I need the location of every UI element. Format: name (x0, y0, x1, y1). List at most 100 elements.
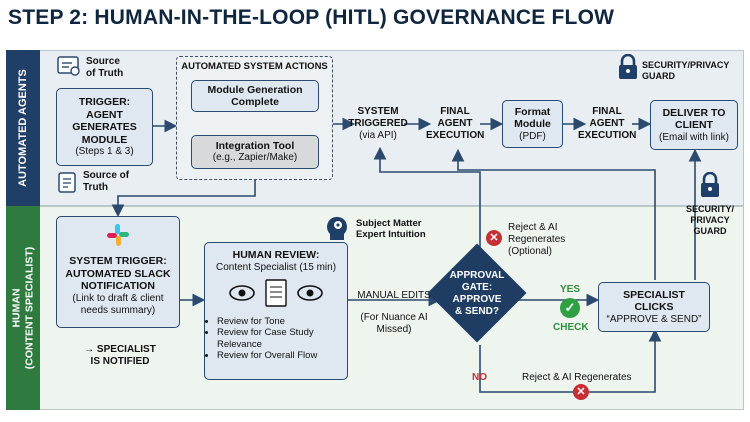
yes-label: YES (560, 284, 581, 295)
source-truth-bottom-line1: Source of (83, 170, 130, 181)
trigger-box: TRIGGER: AGENT GENERATES MODULE (Steps 1… (56, 88, 153, 166)
slack-line2: AUTOMATED SLACK (65, 267, 171, 280)
deliver-sub: (Email with link) (658, 131, 729, 143)
integration-tool-box: Integration Tool (e.g., Zapier/Make) (191, 135, 319, 169)
final-exec2-line1: FINAL (592, 106, 622, 117)
human-review-box: HUMAN REVIEW: Content Specialist (15 min… (204, 242, 348, 380)
lock-icon (617, 53, 639, 80)
slack-notification-box: SYSTEM TRIGGER: AUTOMATED SLACK NOTIFICA… (56, 216, 180, 328)
deliver-line1: DELIVER TO (662, 106, 726, 119)
manual-edits-sub1: (For Nuance AI (360, 312, 428, 323)
security-mid-line3: GUARD (693, 226, 727, 236)
slack-line1: SYSTEM TRIGGER: (69, 255, 167, 267)
source-truth-top-line2: of Truth (86, 68, 124, 79)
gate-line2: GATE: (461, 282, 493, 293)
security-mid-line1: SECURITY/ (685, 204, 734, 214)
arrow-integration-to-slack (111, 169, 256, 218)
security-mid-line2: PRIVACY (690, 215, 730, 225)
slack-icon (106, 223, 130, 251)
sme-line1: Subject Matter (356, 218, 422, 229)
notified-line1: → SPECIALIST (84, 344, 156, 355)
trigger-line1: TRIGGER: (78, 96, 131, 108)
security-top-line2: GUARD (642, 71, 675, 81)
automated-actions-header: AUTOMATED SYSTEM ACTIONS (181, 61, 328, 72)
review-title: HUMAN REVIEW: (232, 249, 320, 261)
lock-icon-mid (699, 171, 721, 198)
security-guard-top: SECURITY/PRIVACY GUARD (642, 60, 729, 82)
slack-line3: NOTIFICATION (81, 280, 155, 292)
review-eyes-document-icon (226, 278, 326, 312)
final-execution-1: FINAL AGENT EXECUTION (426, 106, 484, 142)
gate-line3: APPROVE (452, 294, 502, 305)
lane-label-human: HUMAN (CONTENT SPECIALIST) (6, 206, 40, 410)
manual-edits-sub2: Missed) (376, 324, 412, 335)
integration-sub: (e.g., Zapier/Make) (212, 152, 298, 164)
approval-gate-text: APPROVAL GATE: APPROVE & SEND? (430, 266, 524, 322)
format-module-box: Format Module (PDF) (502, 100, 563, 148)
system-triggered-label: SYSTEM TRIGGERED (via API) (348, 106, 408, 142)
slack-sub1: (Link to draft & client (72, 292, 164, 304)
format-line1: Format (514, 105, 551, 118)
source-truth-top-line1: Source (86, 56, 120, 67)
arrow-reject-to-system (373, 146, 481, 252)
gate-line1: APPROVAL (449, 270, 505, 281)
manual-edits-sub: (For Nuance AI Missed) (352, 312, 436, 336)
trigger-line2: AGENT (86, 108, 123, 121)
system-triggered-line2: TRIGGERED (348, 118, 408, 129)
format-sub: (PDF) (519, 130, 546, 142)
module-generation-box: Module Generation Complete (191, 80, 319, 112)
security-guard-mid: SECURITY/ PRIVACY GUARD (676, 204, 744, 237)
arrow-no-loop (479, 328, 662, 393)
source-truth-bottom-line2: Truth (83, 182, 108, 193)
gate-line4: & SEND? (455, 306, 499, 317)
lane-label-automated: AUTOMATED AGENTS (6, 50, 40, 206)
review-item: Review for Overall Flow (217, 350, 347, 362)
deliver-line2: CLIENT (675, 119, 713, 131)
reject-opt-line1: Reject & AI (508, 222, 558, 233)
reject-bottom-label: Reject & AI Regenerates (522, 372, 632, 383)
page-title: STEP 2: HUMAN-IN-THE-LOOP (HITL) GOVERNA… (8, 6, 615, 29)
no-label: NO (472, 372, 487, 383)
specialist-line2: CLICKS (634, 301, 674, 313)
specialist-notified: → SPECIALIST IS NOTIFIED (70, 344, 170, 368)
final-exec2-line2: AGENT (589, 118, 625, 129)
reject-x-icon: ✕ (486, 230, 502, 246)
integration-title: Integration Tool (215, 139, 295, 152)
review-checklist: Review for Tone Review for Case Study Re… (205, 316, 347, 362)
trigger-line4: MODULE (81, 133, 128, 146)
source-of-truth-top: Source of Truth (86, 56, 123, 80)
final-execution-2: FINAL AGENT EXECUTION (578, 106, 636, 142)
final-exec2-line3: EXECUTION (578, 130, 637, 141)
specialist-line1: SPECIALIST (623, 288, 685, 301)
check-icon: ✓ (560, 298, 580, 318)
review-item: Review for Tone (217, 316, 347, 328)
reject-opt-line2: Regenerates (508, 234, 566, 245)
reject-x-icon-bottom: ✕ (573, 384, 589, 400)
deliver-to-client-box: DELIVER TO CLIENT (Email with link) (650, 100, 738, 150)
slack-sub2: needs summary) (80, 304, 156, 316)
final-exec1-line1: FINAL (440, 106, 470, 117)
review-sub: Content Specialist (15 min) (215, 261, 337, 273)
document-icon (57, 56, 81, 76)
review-item: Review for Case Study Relevance (217, 327, 347, 350)
notified-line2: IS NOTIFIED (90, 356, 150, 367)
reject-optional-label: Reject & AI Regenerates (Optional) (508, 222, 565, 258)
security-top-line1: SECURITY/PRIVACY (642, 60, 730, 70)
trigger-line3: GENERATES (72, 121, 137, 133)
final-exec1-line2: AGENT (437, 118, 473, 129)
final-exec1-line3: EXECUTION (426, 130, 485, 141)
check-label: CHECK (553, 322, 589, 333)
system-triggered-line1: SYSTEM (357, 106, 399, 117)
arrow-specialist-to-final1 (451, 148, 656, 280)
reject-opt-line3: (Optional) (508, 246, 552, 257)
module-gen-line1: Module Generation (207, 83, 303, 96)
sme-intuition: Subject Matter Expert Intuition (356, 218, 426, 240)
system-triggered-sub: (via API) (359, 130, 397, 141)
specialist-sub: “APPROVE & SEND” (606, 313, 702, 325)
module-gen-line2: Complete (231, 96, 279, 108)
manual-edits-title: MANUAL EDITS (357, 290, 431, 301)
sme-line2: Expert Intuition (356, 229, 426, 240)
checklist-icon (57, 172, 79, 194)
source-of-truth-bottom: Source of Truth (83, 170, 129, 194)
expert-head-gears-icon (324, 214, 352, 242)
